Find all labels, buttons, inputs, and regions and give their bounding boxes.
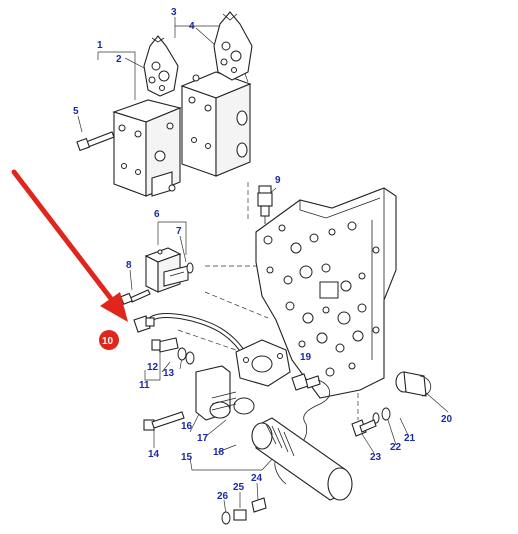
callout-1: 1: [97, 40, 103, 51]
bolt-8: [120, 289, 151, 305]
hydraulic-pipe: [147, 312, 251, 365]
callout-6: 6: [154, 209, 160, 220]
bolt-14: [143, 411, 185, 431]
callout-2: 2: [116, 54, 122, 65]
part-24: [251, 497, 267, 513]
callout-15: 15: [181, 452, 193, 463]
pointer-arrow-icon: [11, 169, 128, 322]
callout-19: 19: [300, 352, 312, 363]
callout-9: 9: [275, 175, 281, 186]
solenoid-9: [257, 185, 273, 224]
callout-24: 24: [251, 473, 263, 484]
part-26: [221, 511, 231, 525]
callout-17: 17: [197, 433, 209, 444]
sensor-20: [395, 371, 432, 397]
bolt-5: [76, 131, 115, 152]
elbow-tube-16: [195, 365, 237, 421]
callout-25: 25: [233, 482, 245, 493]
callout-3: 3: [171, 7, 177, 18]
leader-lines: [77, 17, 449, 515]
seal-kit-bag-icon: [143, 35, 179, 97]
callout-16: 16: [181, 421, 193, 432]
callout-10: 10: [102, 336, 114, 347]
seal-kit-bag-icon: [213, 11, 253, 81]
valve-block-1: [112, 99, 182, 197]
plug-23: [351, 419, 377, 437]
cylinder-15: [251, 417, 353, 501]
callout-26: 26: [217, 491, 229, 502]
callout-14: 14: [148, 449, 160, 460]
part-25: [233, 509, 247, 521]
callout-labels: 1 2 3 4 5 6 7 8 9 10 11 12 13 14 15 16 1…: [73, 7, 453, 502]
seal-21: [381, 407, 391, 421]
callout-20: 20: [441, 414, 453, 425]
seal-13b: [185, 351, 195, 365]
callout-22: 22: [390, 442, 402, 453]
callout-18: 18: [213, 447, 225, 458]
callout-11: 11: [139, 380, 150, 391]
fitting-10: [133, 315, 155, 333]
callout-5: 5: [73, 106, 79, 117]
sensor-19: [291, 373, 330, 425]
highlight-badge: [99, 330, 119, 350]
main-valve-body: [255, 187, 397, 399]
callout-21: 21: [404, 433, 416, 444]
o-ring-17: [233, 397, 255, 415]
valve-block-3: [180, 71, 252, 177]
flange-connector: [235, 339, 291, 387]
callout-13: 13: [163, 368, 175, 379]
callout-8: 8: [126, 260, 132, 271]
small-valve-6: [144, 247, 189, 293]
seal-13a: [177, 347, 187, 361]
callout-7: 7: [176, 226, 182, 237]
callout-12: 12: [147, 362, 159, 373]
callout-4: 4: [189, 21, 195, 32]
banjo-fitting-12: [151, 337, 179, 353]
callout-23: 23: [370, 452, 382, 463]
o-ring-7: [186, 262, 194, 274]
